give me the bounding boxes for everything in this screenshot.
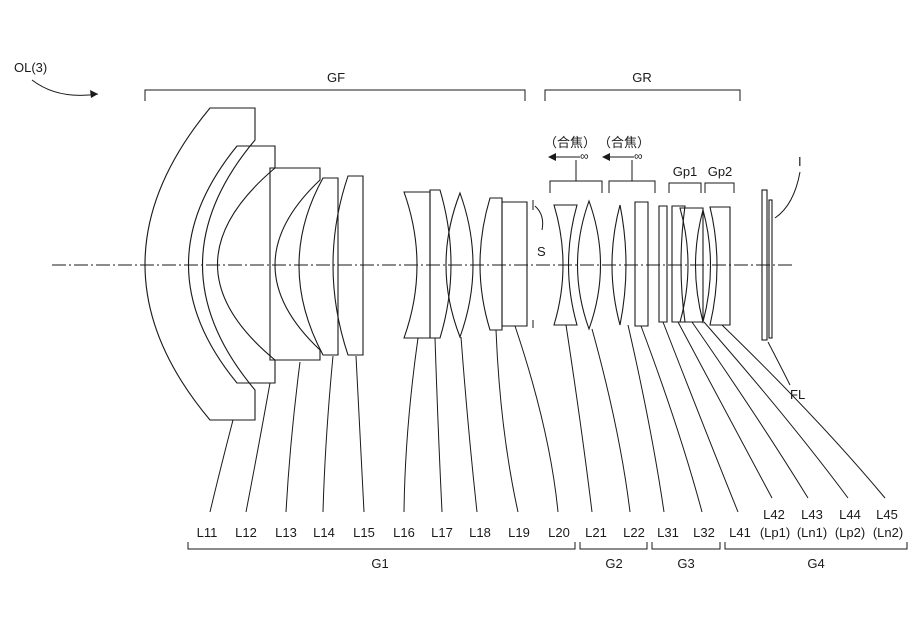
label-lp2: (Lp2) (835, 525, 865, 540)
label-l45: L45 (876, 507, 898, 522)
group-bracket-g4: G4 (724, 542, 908, 571)
lens-l12 (188, 145, 276, 384)
label-l14: L14 (313, 525, 335, 540)
group-bracket-g1: G1 (187, 542, 576, 571)
lens-l19 (479, 197, 503, 331)
group-g2-label: G2 (605, 556, 622, 571)
lens-l44 (709, 206, 731, 326)
label-l44: L44 (839, 507, 861, 522)
group-bracket-g2: G2 (579, 542, 648, 571)
label-l42: L42 (763, 507, 785, 522)
lens-l21 (553, 204, 578, 326)
group-bracket-gf: GF (144, 70, 526, 101)
label-ln2: (Ln2) (873, 525, 903, 540)
image-plane-label: I (798, 154, 802, 169)
lens-l15 (332, 175, 364, 356)
group-bracket-gr: GR (544, 70, 741, 101)
focus-label-2: （合焦） (598, 135, 650, 150)
lens-l16 (403, 191, 431, 339)
leader-lines (209, 321, 886, 513)
label-ln1: (Ln1) (797, 525, 827, 540)
focus-label-1: （合焦） (544, 135, 596, 150)
group-g3-label: G3 (677, 556, 694, 571)
label-l43: L43 (801, 507, 823, 522)
label-l21: L21 (585, 525, 607, 540)
group-gp1-label: Gp1 (673, 164, 698, 179)
label-l41: L41 (729, 525, 751, 540)
lens-l14 (298, 177, 339, 356)
figure-label-arrow (31, 79, 99, 96)
group-gr-label: GR (632, 70, 652, 85)
image-plane: I (774, 154, 802, 219)
label-l32: L32 (693, 525, 715, 540)
infinity-symbol-2: ∞ (634, 149, 643, 163)
label-lp1: (Lp1) (760, 525, 790, 540)
lens-l43 (695, 207, 711, 325)
lens-l11 (144, 107, 256, 421)
lens-l20 (501, 201, 528, 327)
label-l20: L20 (548, 525, 570, 540)
filter-label: FL (790, 387, 805, 402)
group-gp2-label: Gp2 (708, 164, 733, 179)
label-l13: L13 (275, 525, 297, 540)
figure-label-arrowhead (90, 90, 98, 98)
infinity-symbol-1: ∞ (580, 149, 589, 163)
lens-l42 (679, 207, 704, 323)
filter-plates: FL (761, 189, 805, 402)
focus-indicator-1: （合焦） ∞ (544, 135, 603, 193)
label-l15: L15 (353, 525, 375, 540)
label-l12: L12 (235, 525, 257, 540)
label-l17: L17 (431, 525, 453, 540)
label-l22: L22 (623, 525, 645, 540)
group-g4-label: G4 (807, 556, 824, 571)
group-bracket-g3: G3 (651, 542, 721, 571)
stop-label: S (537, 244, 546, 259)
label-l31: L31 (657, 525, 679, 540)
label-l11: L11 (197, 525, 218, 540)
lens-l18 (445, 191, 474, 339)
figure-label: OL(3) (14, 60, 47, 75)
lens-l17 (429, 189, 452, 339)
lens-labels: L11 L12 L13 L14 L15 L16 L17 L18 L19 L20 … (197, 507, 904, 540)
label-l18: L18 (469, 525, 491, 540)
lens-l41 (671, 205, 686, 323)
focus-indicator-2: （合焦） ∞ (598, 135, 656, 193)
lens-l22 (576, 199, 602, 331)
group-bracket-gp2: Gp2 (704, 164, 735, 193)
label-l19: L19 (508, 525, 530, 540)
lens-l32 (658, 205, 668, 323)
lens-l31-b (634, 201, 649, 327)
aperture-stop: S (532, 200, 546, 328)
label-l16: L16 (393, 525, 415, 540)
group-bracket-gp1: Gp1 (668, 164, 702, 193)
lens-l31 (611, 204, 627, 326)
group-gf-label: GF (327, 70, 345, 85)
group-g1-label: G1 (371, 556, 388, 571)
